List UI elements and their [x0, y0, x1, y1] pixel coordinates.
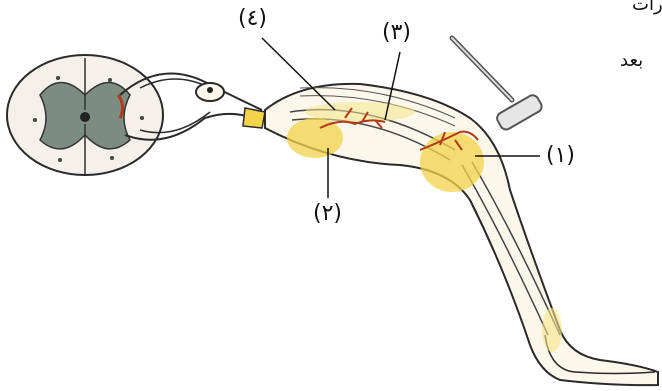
label-3: (٣) [382, 22, 411, 44]
side-text-line-2: بعد [620, 50, 643, 71]
spinal-cord-section [7, 55, 163, 175]
label-4: (٤) [238, 8, 267, 30]
label-2: (٢) [313, 203, 342, 225]
label-1: (١) [546, 145, 575, 167]
side-text-line-1: رات [632, 0, 662, 15]
